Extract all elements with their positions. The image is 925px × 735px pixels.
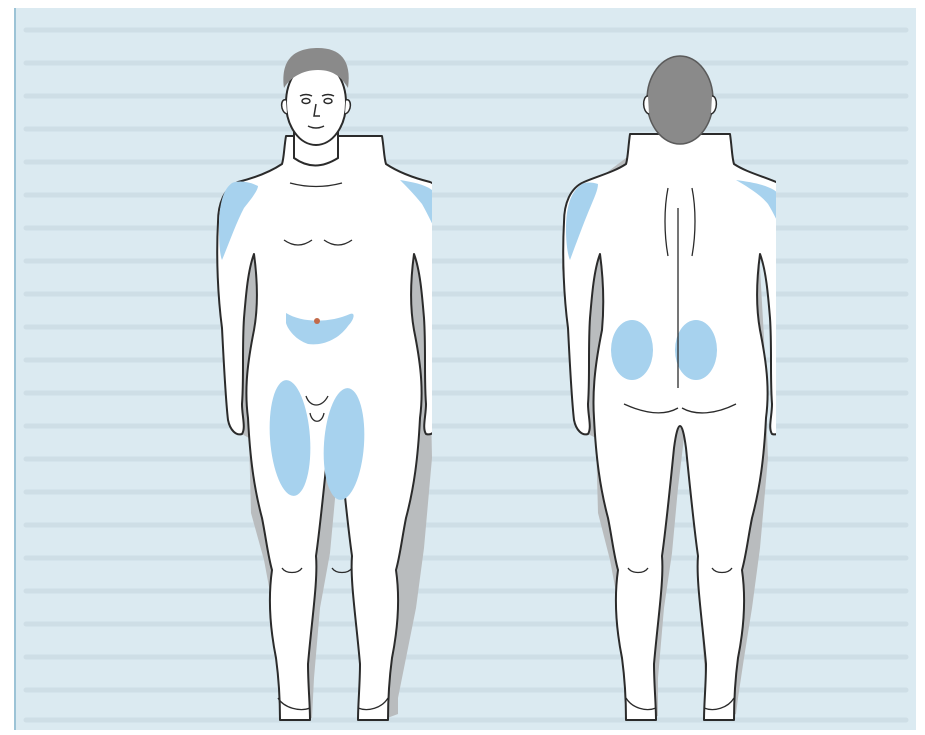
back-body-figure [546,8,776,730]
front-navel [314,318,320,324]
background-text-lines [16,8,918,730]
back-site-left-buttock [611,320,653,380]
back-site-right-buttock [675,320,717,380]
back-head [647,56,713,144]
front-body-figure [202,8,432,730]
illustration-panel [14,8,916,730]
